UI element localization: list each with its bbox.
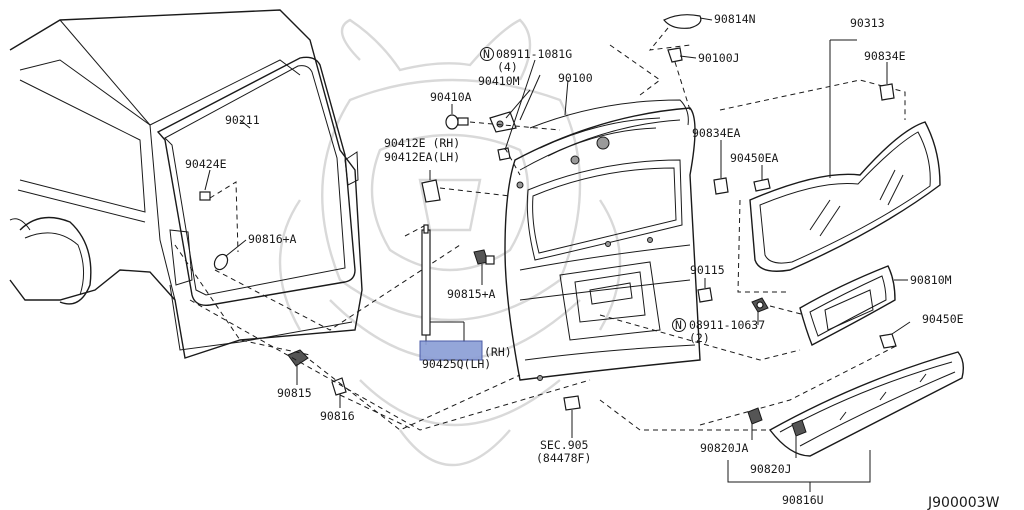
label-90410m: 90410M xyxy=(478,74,520,88)
clip-90820j xyxy=(791,419,807,458)
label-08911-1081g-qty: (4) xyxy=(497,60,518,74)
n-marker-lower: N xyxy=(672,318,686,332)
license-finisher-90810m xyxy=(799,265,908,346)
hatch-glass-90313 xyxy=(719,39,941,293)
leader-lamp xyxy=(609,44,661,96)
n-marker-upper: N xyxy=(480,47,494,61)
clip-90424e xyxy=(199,169,239,253)
label-90410a: 90410A xyxy=(430,90,472,104)
high-mount-lamp-90814n xyxy=(648,14,713,51)
nut-08911-10637 xyxy=(751,297,806,325)
van-rear-body xyxy=(9,9,363,359)
label-sec905: SEC.905 xyxy=(540,438,588,452)
label-90815a: 90815+A xyxy=(447,287,496,301)
bumper-90815a xyxy=(473,249,495,285)
leader-license xyxy=(599,314,801,361)
label-90450ea: 90450EA xyxy=(730,151,779,165)
svg-text:N: N xyxy=(483,47,490,61)
svg-text:N: N xyxy=(675,318,682,332)
label-90412ea: 90412EA(LH) xyxy=(384,150,460,164)
rear-garnish-90816u xyxy=(599,345,965,457)
label-90834e: 90834E xyxy=(864,49,906,63)
bracket-90816u xyxy=(727,450,871,492)
clip-90450ea xyxy=(753,165,771,192)
back-door-90100 xyxy=(504,79,701,381)
highlight-box xyxy=(419,340,483,361)
label-90425-rh: (RH) xyxy=(484,345,512,359)
clip-90834ea xyxy=(713,140,729,195)
label-90814n: 90814N xyxy=(714,12,756,26)
label-90820ja: 90820JA xyxy=(700,441,749,455)
label-90810m: 90810M xyxy=(910,273,952,287)
label-90424e: 90424E xyxy=(185,157,227,171)
clip-90100j xyxy=(667,47,697,111)
label-90816: 90816 xyxy=(320,409,355,423)
weatherstrip-callout xyxy=(239,119,251,129)
label-90834ea: 90834EA xyxy=(692,126,741,140)
label-90100j: 90100J xyxy=(698,51,740,65)
label-90211: 90211 xyxy=(225,113,260,127)
clip-90820ja xyxy=(747,407,763,440)
diagram-code: J900003W xyxy=(927,495,1000,510)
label-90450e: 90450E xyxy=(922,312,964,326)
label-90820j: 90820J xyxy=(750,462,792,476)
label-90815: 90815 xyxy=(277,386,312,400)
bumper-90815 xyxy=(287,349,309,385)
label-90412e: 90412E (RH) xyxy=(384,136,460,150)
label-90313: 90313 xyxy=(850,16,885,30)
label-90425q: 90425Q(LH) xyxy=(422,357,491,371)
bolt-90410a xyxy=(445,104,469,130)
plug-90816a xyxy=(213,239,247,271)
damper-90425 xyxy=(404,224,465,345)
label-90115: 90115 xyxy=(690,263,725,277)
clip-90834e xyxy=(879,62,895,101)
plug-90816 xyxy=(331,377,347,408)
label-08911-10637: 08911-10637 xyxy=(689,318,765,332)
grommet-sec905 xyxy=(563,395,581,438)
leader-lines-body xyxy=(174,244,591,431)
label-08911-1081g: 08911-1081G xyxy=(496,47,572,61)
plug-90115 xyxy=(697,278,713,303)
gas-stay-90412e xyxy=(421,170,511,203)
label-08911-10637-qty: (2) xyxy=(689,331,710,345)
clip-90450e xyxy=(879,321,911,349)
label-84478f: (84478F) xyxy=(536,451,591,465)
label-90816a: 90816+A xyxy=(248,232,297,246)
label-90816u: 90816U xyxy=(782,493,824,507)
label-90100: 90100 xyxy=(558,71,593,85)
leader-hinge xyxy=(469,121,561,176)
part-labels: 90211 90424E 90816+A 90815 90816 08911-1… xyxy=(185,12,1000,510)
